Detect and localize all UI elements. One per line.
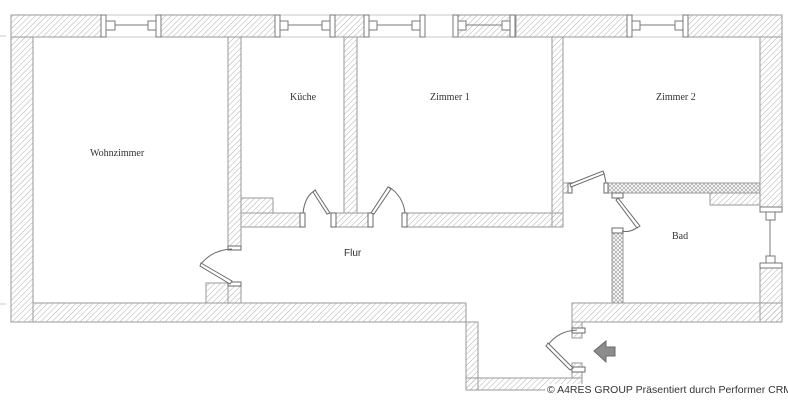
room-label-zimmer1: Zimmer 1 (430, 92, 470, 103)
interior-walls (205, 36, 761, 304)
doors (199, 170, 641, 373)
room-label-wohnzimmer: Wohnzimmer (90, 148, 145, 159)
windows (100, 14, 783, 269)
facade-guides (0, 14, 782, 305)
room-label-kueche: Küche (290, 92, 317, 103)
copyright-notice: © A4RES GROUP Präsentiert durch Performe… (545, 384, 788, 396)
arrow-left-icon (593, 339, 616, 364)
room-label-flur: Flur (344, 248, 362, 259)
room-label-zimmer2: Zimmer 2 (656, 92, 696, 103)
outer-walls (10, 14, 783, 391)
room-label-bad: Bad (672, 231, 689, 242)
